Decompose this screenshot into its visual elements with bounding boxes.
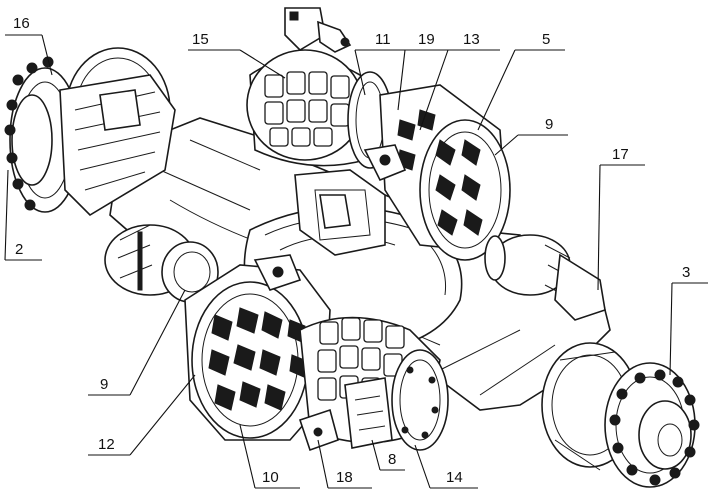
callout-label: 14 xyxy=(446,469,463,486)
right-wheel-hub xyxy=(541,342,700,488)
left-wheel-hub xyxy=(4,47,176,217)
upper-motor-fins xyxy=(264,71,350,147)
callout-label: 2 xyxy=(15,241,23,258)
callout-label: 5 xyxy=(542,31,550,48)
callout-10: 10 xyxy=(239,424,300,489)
callout-19: 19 xyxy=(397,31,448,111)
callout-17: 17 xyxy=(597,146,645,291)
callout-label: 12 xyxy=(98,436,115,453)
callout-2: 2 xyxy=(4,169,42,261)
left-brake-chamber xyxy=(104,224,219,303)
callout-14: 14 xyxy=(414,444,478,489)
callout-8: 8 xyxy=(371,439,405,471)
callout-label: 13 xyxy=(463,31,480,48)
callout-3: 3 xyxy=(669,264,708,376)
callout-label: 11 xyxy=(375,31,391,48)
callout-label: 10 xyxy=(262,469,279,486)
left-hub-bolts xyxy=(4,56,54,211)
callout-label: 18 xyxy=(336,469,353,486)
callout-9-lower: 9 xyxy=(88,289,186,396)
callout-label: 3 xyxy=(682,264,690,281)
lower-motor xyxy=(298,316,449,452)
callout-label: 16 xyxy=(13,15,30,32)
lower-gearbox xyxy=(184,254,331,441)
callout-15: 15 xyxy=(188,31,286,79)
callout-label: 15 xyxy=(192,31,209,48)
callout-11: 11 xyxy=(354,31,405,96)
callout-label: 9 xyxy=(545,116,553,133)
right-hub-bolts xyxy=(609,369,700,486)
callout-18: 18 xyxy=(317,439,372,489)
callout-9-upper: 9 xyxy=(494,116,568,156)
callout-label: 17 xyxy=(612,146,629,163)
callout-13: 13 xyxy=(419,31,500,131)
upper-gearbox xyxy=(363,84,511,261)
callout-5: 5 xyxy=(477,31,565,131)
callout-16: 16 xyxy=(5,15,53,76)
right-brake-chamber xyxy=(484,234,606,321)
callout-label: 19 xyxy=(418,31,435,48)
callout-label: 9 xyxy=(100,376,108,393)
upper-motor xyxy=(246,7,393,169)
callout-label: 8 xyxy=(388,451,396,468)
callout-12: 12 xyxy=(88,374,196,456)
